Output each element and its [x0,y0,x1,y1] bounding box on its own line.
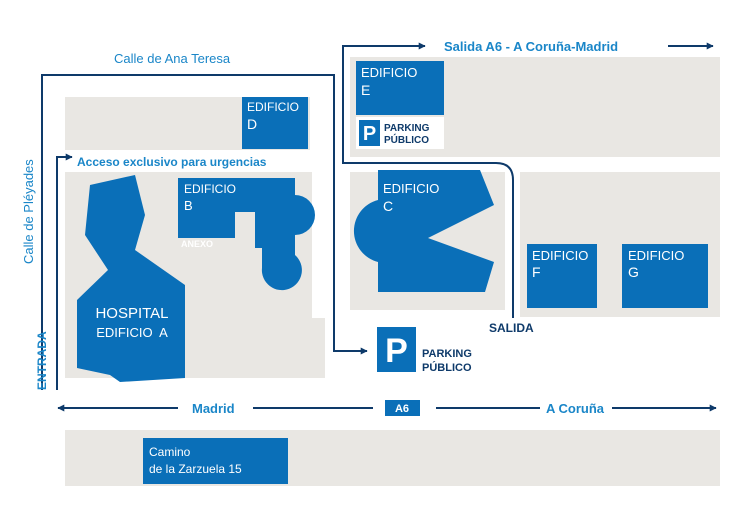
edificio-d-letter: D [247,116,257,132]
entrada-label: ENTRADA [35,331,49,390]
street-ana-teresa-label: Calle de Ana Teresa [114,51,231,66]
edificio-f-letter: F [532,264,541,280]
parking-bottom-p-icon[interactable] [377,327,416,372]
camino-label: Camino [149,445,191,459]
edificio-b-letter: B [184,198,193,213]
edificio-f-label: EDIFICIO [532,248,588,263]
building-c[interactable] [353,170,494,292]
parking-top-label-2: PÚBLICO [384,133,429,146]
anexo-label: ANEXO [181,239,213,249]
edificio-d-label: EDIFICIO [247,100,299,114]
exit-route [342,42,514,318]
parking-top-p-icon [359,120,380,146]
building-hospital-a[interactable] [77,175,185,382]
building-d[interactable] [242,97,308,149]
edificio-c-label: EDIFICIO [383,181,439,196]
edificio-e-letter: E [361,82,370,98]
hospital-edificio-a-label: EDIFICIO A [96,325,168,340]
entrance-route [56,153,73,390]
zarzuela-label: de la Zarzuela 15 [149,462,242,476]
exit-a6-label: Salida A6 - A Coruña-Madrid [444,39,618,54]
parking-top-p-symbol: P [363,123,376,145]
building-b[interactable] [178,178,315,291]
parking-lot-area [325,318,605,378]
salida-label: SALIDA [489,321,534,335]
a6-badge [385,400,420,416]
parking-bottom-p-symbol: P [385,332,408,370]
edificio-c-letter: C [383,198,393,214]
parking-top-label: PARKING [384,123,430,134]
hospital-label: HOSPITAL [95,305,168,322]
urgencias-label: Acceso exclusivo para urgencias [77,155,267,169]
urgencias-access-strip [65,150,310,172]
building-e[interactable] [356,61,444,115]
building-f[interactable] [527,244,597,308]
parking-bottom-label-2: PÚBLICO [422,361,472,374]
edificio-g-letter: G [628,264,639,280]
camino-zarzuela-box[interactable] [143,438,288,484]
a6-label: A6 [395,403,409,415]
edificio-b-label: EDIFICIO [184,182,236,196]
building-g[interactable] [622,244,708,308]
edificio-e-label: EDIFICIO [361,65,417,80]
coruna-label: A Coruña [546,401,605,416]
street-pleyades-label: Calle de Pléyades [21,159,36,264]
madrid-label: Madrid [192,401,235,416]
parking-bottom-label: PARKING [422,348,472,360]
edificio-g-label: EDIFICIO [628,248,684,263]
ana-teresa-road [41,74,368,390]
